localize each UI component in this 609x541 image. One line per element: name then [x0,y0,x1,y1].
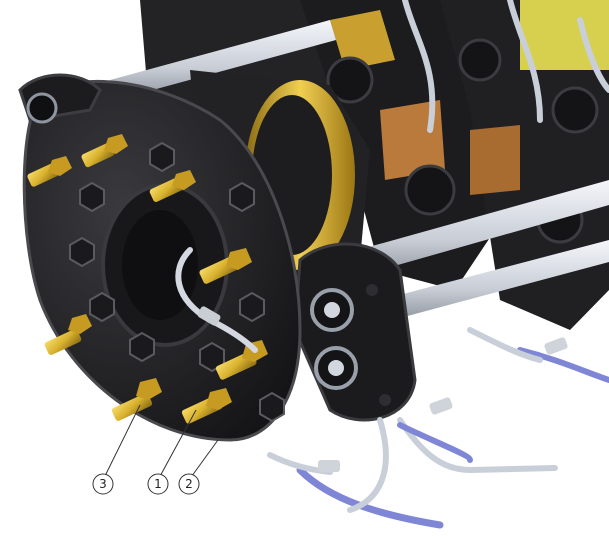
front-flange-plate [18,73,302,442]
tie-rods [110,20,609,322]
callout-1-label: 1 [154,477,162,491]
fitting [81,134,128,168]
fitting [44,314,92,355]
callout-3: 3 [92,473,114,495]
hex-nuts [69,141,285,423]
lower-hoses [267,327,609,529]
brass-fittings [27,134,268,424]
upper-hoses [402,0,609,133]
fitting [199,248,252,284]
callout-2: 2 [178,473,200,495]
side-lug-plate [293,242,417,422]
fitting [111,378,162,421]
callout-1: 1 [147,473,169,495]
callout-3-label: 3 [99,477,107,491]
callout-2-label: 2 [185,477,193,491]
fitting [149,170,196,202]
leader-lines [102,404,219,481]
fitting [27,156,72,187]
